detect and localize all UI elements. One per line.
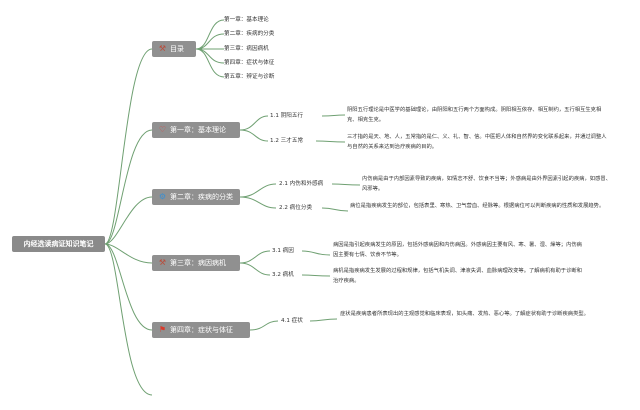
branch-line [195,48,225,64]
branch-line [104,48,153,245]
chapter-title: 第三章：病因病机 [170,259,226,267]
toc-item[interactable]: 第二章：疾病的分类 [224,31,275,37]
branch-line [239,183,277,198]
branch-line [321,114,346,117]
toc-item[interactable]: 第三章：病因病机 [224,46,269,52]
section-text: 病位是指疾病发生的部位，包括表里、寒热、卫气营血、经脉等。根据病位可以判断疾病的… [350,203,605,209]
branch-line [301,250,331,256]
tools-icon: ⚒ [158,44,167,53]
chapter-node-4[interactable]: ⚑ 第四章：症状与体征 [152,322,250,338]
chapter-node-3[interactable]: ⚒ 第三章：病因病机 [152,255,240,271]
section-text: 病因是指引起疾病发生的原因，包括外感病因和内伤病因。外感病因主要有风、寒、暑、湿… [333,242,582,258]
toc-title: 目录 [170,45,184,53]
gear-icon: ⚙ [158,192,167,201]
section-label[interactable]: 3.2 病机 [272,272,294,278]
branch-line [104,196,153,245]
branch-line [249,320,279,331]
branch-line [301,274,331,277]
section-label[interactable]: 1.1 阴阳五行 [270,113,304,119]
toc-node[interactable]: ⚒ 目录 [152,41,196,57]
chapter-node-1[interactable]: ♡ 第一章：基本理论 [152,122,240,138]
branch-line [104,243,153,264]
section-label[interactable]: 4.1 症状 [281,318,303,324]
branch-line [104,129,153,245]
flag-icon: ⚑ [158,325,167,334]
tools-icon: ⚒ [158,258,167,267]
branch-line [331,183,361,186]
branch-line [195,48,225,78]
branch-line [239,196,277,209]
branch-line [239,129,269,142]
branch-line [239,262,271,276]
toc-item[interactable]: 第五章：辨证与诊断 [224,74,275,80]
heart-icon: ♡ [158,125,167,134]
branch-line [195,33,225,50]
section-text: 内伤病是由于内部因素导致的疾病，如情志不舒、饮食不当等；外感病是由外界因素引起的… [362,176,611,192]
branch-line [104,243,153,396]
chapter-node-2[interactable]: ⚙ 第二章：疾病的分类 [152,189,240,205]
toc-item[interactable]: 第一章：基本理论 [224,17,269,23]
branch-line [195,19,225,50]
chapter-title: 第二章：疾病的分类 [170,193,233,201]
branch-line [315,140,346,143]
section-label[interactable]: 2.2 病位分类 [279,205,313,211]
branch-line [321,207,349,212]
root-node[interactable]: 内经选读病证知识笔记 [12,236,105,252]
section-label[interactable]: 1.2 三才五常 [270,138,304,144]
section-text: 症状是疾病患者所表现出的主观感觉和临床表现，如头痛、发热、恶心等。了解症状有助于… [340,311,589,317]
section-text: 病机是指疾病发生发展的过程和规律，包括气机失调、津液失调、血脉病理改变等。了解病… [333,268,582,284]
section-label[interactable]: 2.1 内伤和外感病 [279,181,324,187]
section-label[interactable]: 3.1 病因 [272,248,294,254]
branch-line [104,243,153,331]
branch-line [309,318,338,322]
branch-line [239,115,269,131]
chapter-title: 第一章：基本理论 [170,126,226,134]
section-text: 阴阳五行理论是中医学的基础理论，由阴阳和五行两个方面构成。阴阳相互依存、相互制约… [347,107,602,123]
toc-item[interactable]: 第四章：症状与体征 [224,60,275,66]
chapter-title: 第四章：症状与体征 [170,326,233,334]
section-text: 三才指的是天、地、人，五常指的是仁、义、礼、智、信。中医把人体和自然界的变化联系… [347,134,607,150]
branch-line [239,250,271,264]
